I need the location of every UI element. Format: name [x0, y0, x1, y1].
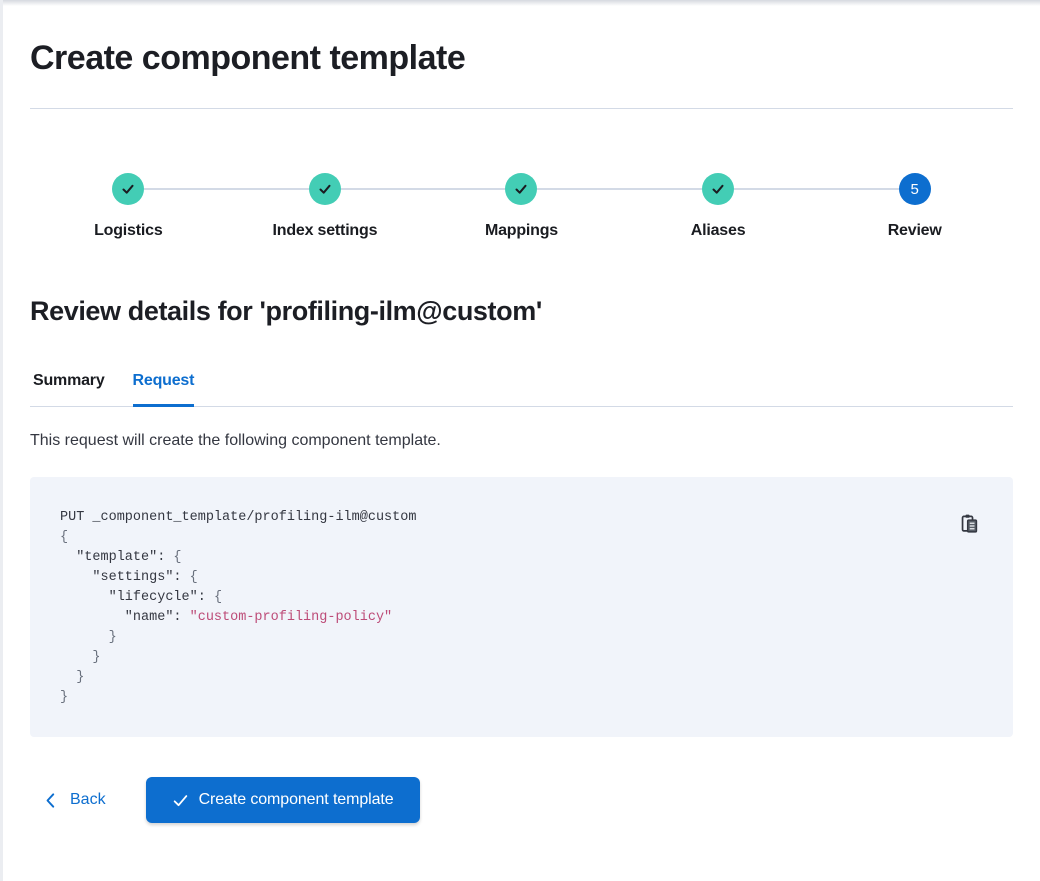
- back-button[interactable]: Back: [43, 791, 106, 809]
- create-component-template-page: Create component template Logistics Inde…: [30, 39, 1013, 823]
- code-settings-key: "settings":: [60, 570, 190, 585]
- code-brace: {: [173, 550, 182, 565]
- step-logistics-circle: [112, 173, 145, 205]
- create-button-label: Create component template: [198, 791, 394, 808]
- code-name-value: "custom-profiling-policy": [189, 610, 393, 625]
- step-index-settings[interactable]: Index settings: [226, 173, 424, 240]
- step-aliases-label: Aliases: [690, 222, 746, 239]
- code-request-line: PUT _component_template/profiling-ilm@cu…: [60, 510, 417, 525]
- copy-clipboard-icon: [959, 513, 980, 534]
- code-lifecycle-key: "lifecycle":: [60, 590, 214, 605]
- check-icon: [317, 181, 333, 197]
- step-mappings-circle: [505, 173, 538, 205]
- code-template-key: "template":: [60, 550, 174, 565]
- step-review[interactable]: 5 Review: [816, 173, 1013, 240]
- step-logistics-label: Logistics: [94, 222, 163, 239]
- review-heading: Review details for 'profiling-ilm@custom…: [30, 296, 542, 326]
- check-icon: [172, 792, 189, 809]
- check-icon: [120, 181, 136, 197]
- create-component-template-button[interactable]: Create component template: [145, 777, 420, 823]
- step-aliases[interactable]: Aliases: [619, 173, 817, 240]
- step-index-settings-label: Index settings: [272, 222, 378, 239]
- step-index-settings-circle: [308, 173, 341, 205]
- code-close-brace: }: [60, 650, 101, 665]
- step-aliases-circle: [702, 173, 735, 205]
- copy-button[interactable]: [957, 511, 981, 535]
- code-brace: {: [189, 570, 198, 585]
- chevron-left-icon: [43, 792, 58, 809]
- step-mappings[interactable]: Mappings: [423, 173, 620, 240]
- step-logistics[interactable]: Logistics: [30, 173, 227, 240]
- code-close-brace: }: [60, 690, 69, 705]
- code-content: PUT _component_template/profiling-ilm@cu…: [60, 508, 983, 708]
- check-icon: [710, 181, 726, 197]
- tab-summary[interactable]: Summary: [33, 372, 105, 389]
- step-mappings-label: Mappings: [484, 222, 559, 239]
- page-title: Create component template: [30, 39, 466, 77]
- code-close-brace: }: [60, 630, 117, 645]
- request-description: This request will create the following c…: [30, 432, 441, 449]
- review-tabs: Summary Request: [30, 372, 1013, 407]
- code-close-brace: }: [60, 670, 85, 685]
- code-open-brace: {: [60, 530, 69, 545]
- step-review-label: Review: [887, 222, 942, 239]
- code-name-key: "name":: [60, 610, 190, 625]
- back-button-label: Back: [70, 791, 106, 808]
- step-number: 5: [910, 180, 919, 198]
- title-divider: [30, 108, 1013, 109]
- tab-request[interactable]: Request: [132, 372, 194, 407]
- footer-actions: Back Create component template: [30, 777, 1013, 823]
- step-progress-bar: Logistics Index settings Mappings: [30, 173, 1013, 240]
- check-icon: [513, 181, 529, 197]
- request-code-block: PUT _component_template/profiling-ilm@cu…: [30, 477, 1013, 737]
- code-brace: {: [213, 590, 223, 605]
- step-review-circle: 5: [898, 173, 931, 205]
